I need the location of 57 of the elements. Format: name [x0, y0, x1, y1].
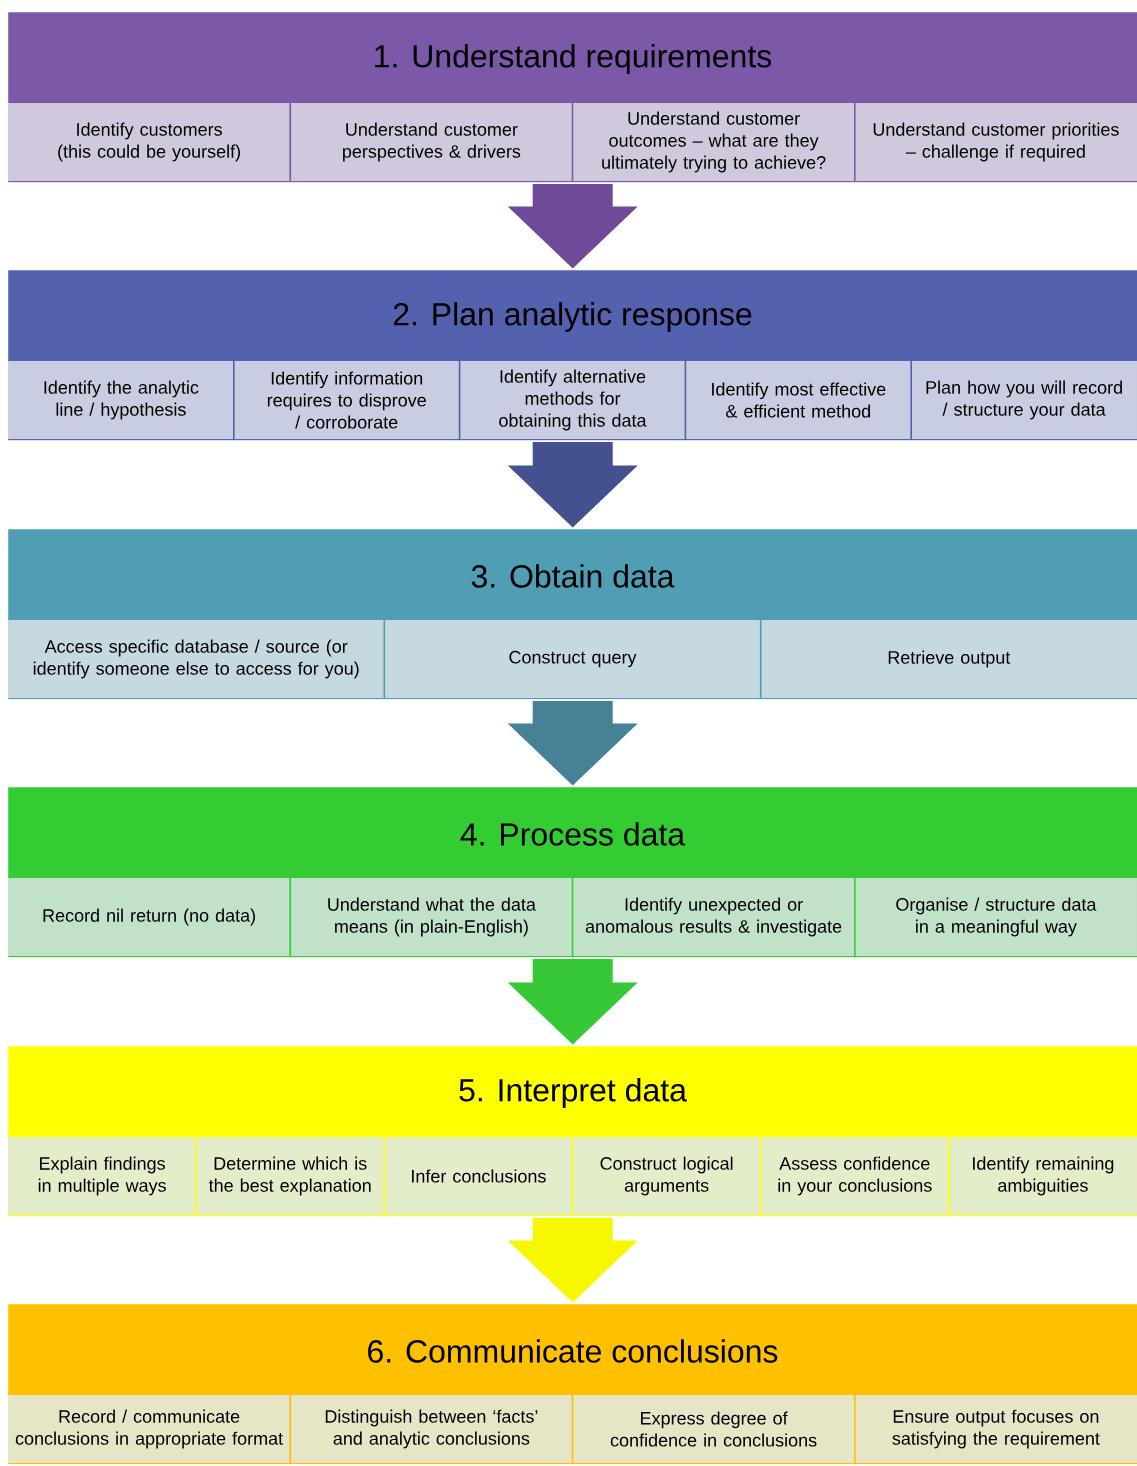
node-label: Identify the analytic line / hypothesis	[44, 380, 199, 420]
node-label: Identify most effective & efficient method	[712, 382, 886, 418]
block-arrow	[507, 183, 638, 269]
step-cell: Understand what the data means (in plain-English)	[291, 878, 572, 956]
step-cell: Construct logical arguments	[573, 1137, 760, 1215]
step-cell: Identify the analytic line / hypothesis	[8, 361, 233, 439]
step-cell: Construct query	[385, 620, 760, 698]
node-label: Organise / structure data in a meaningful way	[896, 897, 1097, 937]
step-cell: Access specific database / source (or identify someone else to access for you)	[8, 620, 384, 698]
node-label: Identify customers (this could be yourself)	[58, 122, 240, 162]
step-cell: Identify most effective & efficient method	[686, 361, 911, 439]
node-label: Understand what the data means (in plain-English)	[328, 897, 536, 937]
step-cell: Explain findings in multiple ways	[8, 1137, 196, 1215]
node-label: Construct logical arguments	[600, 1156, 733, 1196]
node-label: Ensure output focuses on satisfying the requirement	[892, 1409, 1100, 1449]
step-cell: Understand customer priorities – challenge if required	[855, 103, 1137, 181]
step-cell: Identify unexpected or anomalous results & investigate	[573, 878, 854, 956]
step-cell: Identify remaining ambiguities	[949, 1137, 1137, 1215]
node-label: Identify information requires to disprove / corroborate	[267, 371, 426, 429]
node-label: Identify alternative methods for obtaining this data	[499, 369, 647, 431]
node-label: Record / communicate conclusions in appropriate format	[15, 1409, 283, 1449]
block-arrow	[507, 958, 638, 1045]
step-cell: Infer conclusions	[385, 1137, 572, 1215]
step-cell: Identify information requires to disprove / corroborate	[234, 361, 459, 439]
step-cell: Organise / structure data in a meaningful way	[855, 878, 1137, 956]
node-label: Retrieve output	[888, 650, 1011, 668]
node-label: Infer conclusions	[412, 1169, 546, 1183]
node-label: Understand customer perspectives & drivers	[343, 122, 521, 162]
step-cell: Identify customers (this could be yourself)	[8, 103, 290, 181]
step-cell: Distinguish between ‘facts’ and analytic conclusions	[291, 1395, 572, 1463]
node-label: Identify remaining ambiguities	[973, 1156, 1114, 1196]
step-cell: Identify alternative methods for obtaining this data	[460, 361, 685, 439]
step-cell: Retrieve output	[761, 620, 1137, 698]
node-label: Construct query	[509, 650, 637, 668]
step-cell: Determine which is the best explanation	[197, 1137, 384, 1215]
step-cell: Understand customer outcomes – what are they ultimately trying to achieve?	[573, 103, 854, 181]
node-label: Record nil return (no data)	[43, 908, 255, 926]
step-cell: Understand customer perspectives & drivers	[291, 103, 572, 181]
step-cell: Plan how you will record / structure your data	[912, 361, 1137, 439]
block-arrow	[507, 441, 638, 528]
node-label: Express degree of confidence in conclusions	[610, 1411, 817, 1447]
step-cell: Record / communicate conclusions in appropriate format	[8, 1395, 290, 1463]
block-arrow	[507, 700, 638, 786]
block-arrow	[507, 1217, 638, 1303]
node-label: Identify unexpected or anomalous results & investigate	[585, 897, 842, 937]
node-label: Plan how you will record / structure your data	[926, 380, 1122, 420]
node-label: Access specific database / source (or identify someone else to access for you)	[33, 639, 359, 679]
step-cell: Record nil return (no data)	[8, 878, 290, 956]
step-cell: Ensure output focuses on satisfying the requirement	[855, 1395, 1137, 1463]
node-label: Distinguish between ‘facts’ and analytic conclusions	[325, 1409, 538, 1449]
node-label: Assess confidence in your conclusions	[778, 1156, 932, 1196]
node-label: Understand customer priorities – challenge if required	[873, 122, 1119, 162]
step-cell: Assess confidence in your conclusions	[761, 1137, 948, 1215]
node-label: Determine which is the best explanation	[208, 1156, 371, 1196]
node-label: Understand customer outcomes – what are they ultimately trying to achieve?	[602, 111, 826, 173]
step-cell: Express degree of confidence in conclusions	[573, 1395, 854, 1463]
node-label: Explain findings in multiple ways	[38, 1156, 166, 1196]
